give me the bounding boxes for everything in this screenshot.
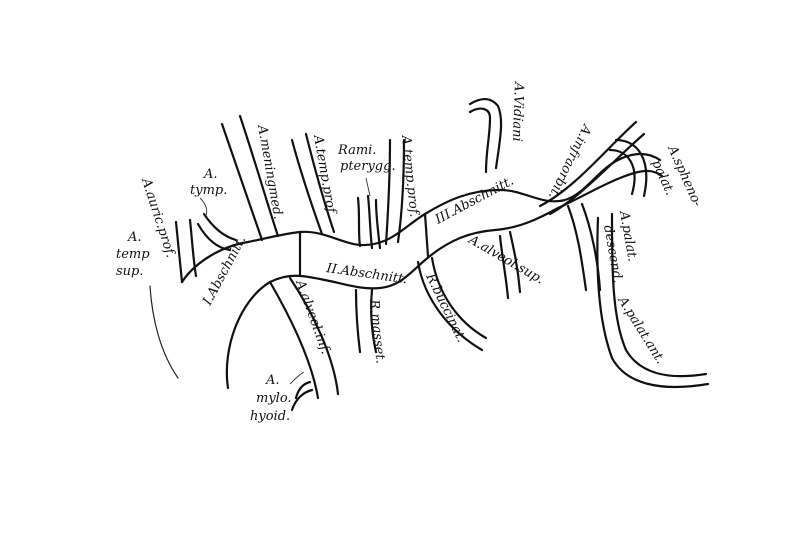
masset-branch xyxy=(354,288,378,354)
label-a-palat-ant: A.palat.ant. xyxy=(614,293,668,367)
infraorbit-branch xyxy=(538,120,646,216)
palat-descend-branch xyxy=(566,202,602,292)
palat-ant-branch xyxy=(596,212,710,389)
label-a-temp-sup-3: sup. xyxy=(116,264,144,279)
mening-med-branch xyxy=(220,114,280,242)
label-a-vidiani: A.Vidiani xyxy=(509,81,526,142)
label-rami-pteryg-1: Rami. xyxy=(337,143,376,158)
leader-tymp xyxy=(199,197,208,217)
labels: A. temp sup. A.auric.prof. A. tymp. A.me… xyxy=(116,81,705,424)
label-a-tymp-2: tymp. xyxy=(190,183,227,198)
pteryg-branches xyxy=(356,194,382,250)
tymp-branch xyxy=(196,212,238,252)
label-a-temp-sup-2: temp xyxy=(116,247,150,262)
label-rami-pteryg-2: pterygg. xyxy=(340,159,396,174)
label-a-tymp-1: A. xyxy=(203,167,218,182)
label-a-temp-prof-1: A.temp.prof. xyxy=(310,133,339,217)
label-a-mylohyoid-1: A. xyxy=(265,373,280,388)
auric-prof-branch xyxy=(174,218,198,284)
leader-mylohyoid xyxy=(289,371,305,385)
label-abschnitt-3: III.Abschnitt. xyxy=(432,174,516,228)
label-a-mylohyoid-3: hyoid. xyxy=(250,409,290,424)
mylohyoid-branch xyxy=(290,380,314,412)
vessel-drawing xyxy=(149,97,710,412)
label-a-infraorbit: A.infraorbit. xyxy=(545,121,594,201)
temp-prof-2-branch xyxy=(384,138,406,246)
label-a-temp-sup-1: A. xyxy=(127,230,142,245)
label-r-buccinat: R.buccinat. xyxy=(422,270,469,345)
buccinat-branch xyxy=(416,256,488,352)
leader-rami xyxy=(365,177,371,197)
spheno-palat-branch xyxy=(608,138,648,198)
label-a-mylohyoid-2: mylo. xyxy=(256,391,292,406)
vidian-branch xyxy=(468,97,503,174)
alveol-sup-branch xyxy=(498,230,522,300)
temp-prof-1-branch xyxy=(290,132,336,236)
label-r-masset: R.masset. xyxy=(366,298,388,365)
alveol-inf-branch xyxy=(268,276,340,400)
label-a-alveol-inf: A.alveol.inf. xyxy=(292,277,333,356)
label-abschnitt-1: I.Abschnitt. xyxy=(200,233,250,308)
segment-divider-2 xyxy=(423,212,430,258)
temp-sup-line xyxy=(149,285,179,379)
